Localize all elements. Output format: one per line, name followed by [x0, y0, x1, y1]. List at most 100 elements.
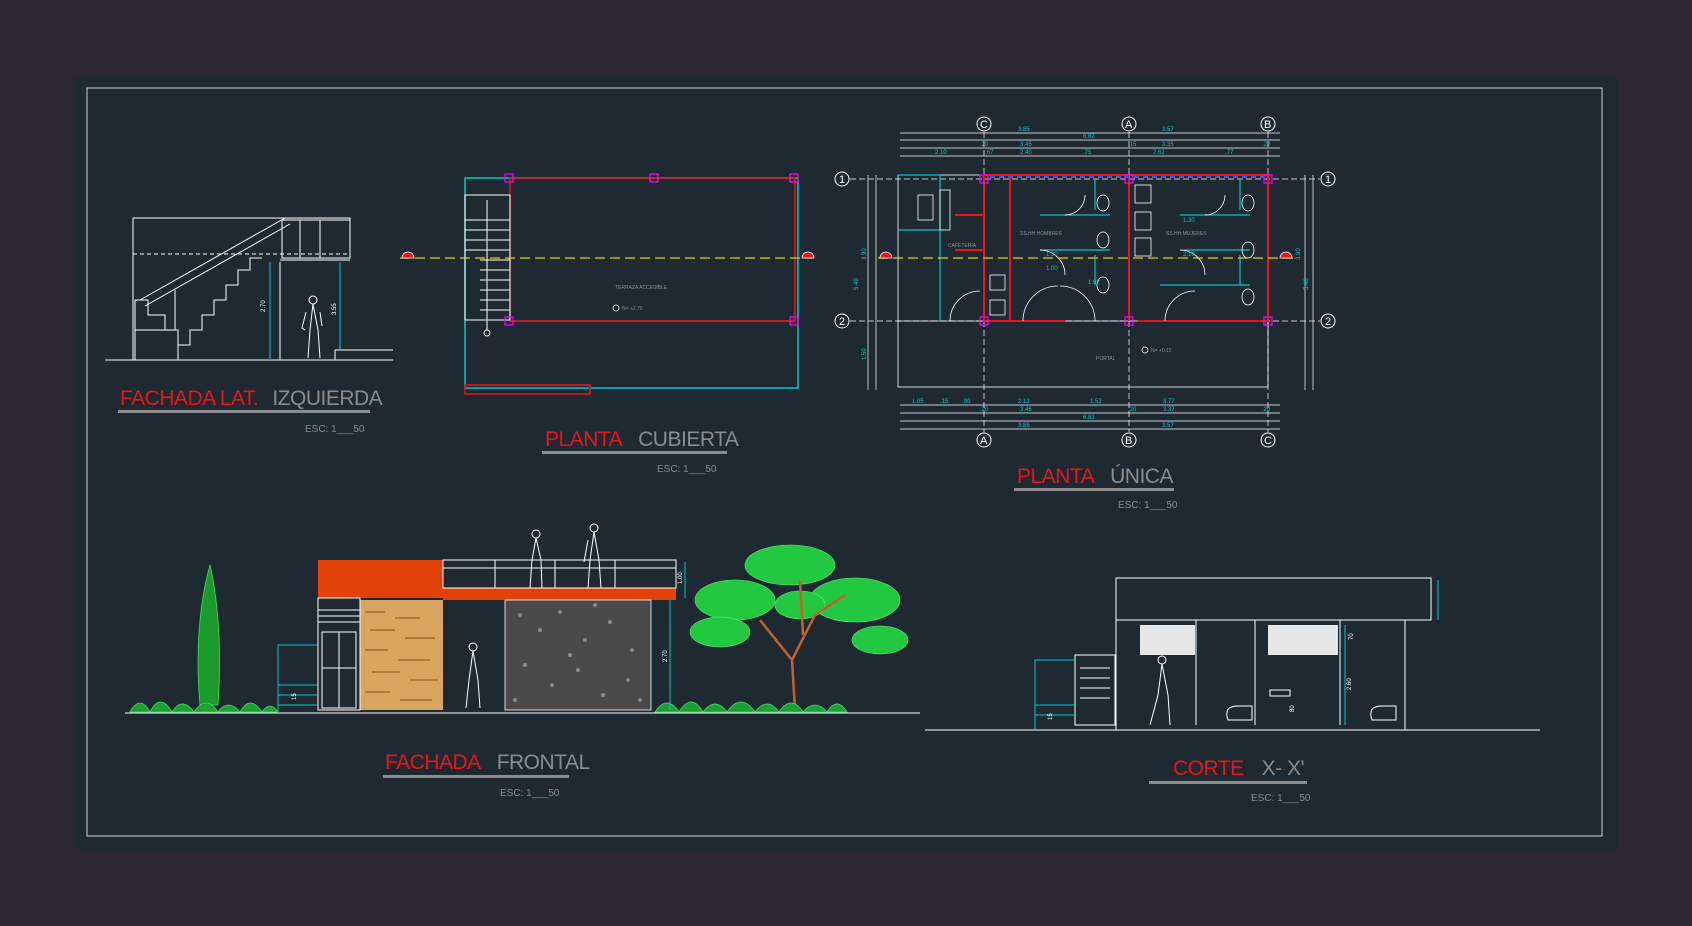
roof-cut-markers: [401, 251, 815, 259]
svg-text:3.45: 3.45: [1020, 142, 1032, 148]
room-portal: PORTAL: [1096, 356, 1116, 362]
front-title: FACHADA FRONTAL ESC: 1___50: [383, 751, 590, 799]
front-dim-height: 2.70: [663, 650, 669, 662]
axis-1-left: 1: [839, 174, 845, 186]
section-dim-sink: 80: [1290, 705, 1296, 712]
svg-text:3.86: 3.86: [1018, 423, 1030, 429]
lateral-title: FACHADA LAT. IZQUIERDA ESC: 1___50: [118, 387, 383, 435]
svg-text:1.30: 1.30: [1183, 218, 1195, 224]
section-title-primary: CORTE: [1173, 757, 1244, 780]
svg-text:3.37: 3.37: [1163, 407, 1175, 413]
section-title-secondary: X- X': [1262, 757, 1304, 780]
svg-text:.20: .20: [980, 407, 989, 413]
floor-plan: [897, 174, 1273, 388]
floor-plan-title: PLANTA ÚNICA ESC: 1___50: [1014, 465, 1178, 511]
svg-text:2.10: 2.10: [1183, 252, 1195, 258]
svg-text:1.62: 1.62: [1088, 280, 1100, 286]
lateral-title-primary: FACHADA LAT.: [120, 387, 258, 410]
roof-room-label: TERRAZA ACCESIBLE: [615, 285, 668, 291]
roof-level-mark: N= +2.70: [612, 304, 643, 312]
svg-text:1.52: 1.52: [1090, 399, 1102, 405]
svg-text:.22: .22: [1262, 142, 1271, 148]
lateral-title-secondary: IZQUIERDA: [272, 387, 382, 410]
front-dim-step: 15: [292, 693, 298, 700]
plan-level-mark: N= +0.15: [1151, 348, 1172, 354]
svg-text:.15: .15: [940, 399, 949, 405]
floor-plan-dimension-lines: [867, 132, 1314, 430]
roof-title-secondary: CUBIERTA: [638, 428, 739, 451]
section-dim-step: 15: [1048, 713, 1054, 720]
svg-text:6.83: 6.83: [1083, 415, 1095, 421]
svg-text:3.57: 3.57: [1162, 423, 1174, 429]
lateral-scale: ESC: 1___50: [305, 424, 365, 435]
svg-text:3.46: 3.46: [1020, 407, 1032, 413]
svg-text:.20: .20: [1128, 407, 1137, 413]
sheet-frame: [86, 87, 1603, 837]
axis-2-left: 2: [839, 316, 845, 328]
svg-text:1.50: 1.50: [862, 348, 868, 360]
svg-text:.75: .75: [1083, 150, 1092, 156]
front-dim-railing: 1.00: [678, 572, 684, 584]
lateral-dimensions: 2.70 3.55: [261, 262, 341, 360]
floor-plan-bottom-dims: 1.05 .15 .90 2.13 1.52 3.77 .20 3.46 .20…: [912, 399, 1271, 429]
plan-cut-markers: [879, 251, 1293, 259]
svg-text:.15: .15: [1128, 142, 1137, 148]
axis-b-top: B: [1264, 119, 1271, 131]
svg-text:3.90: 3.90: [862, 248, 868, 260]
svg-text:3.90: 3.90: [1296, 248, 1302, 260]
floor-plan-top-dims: 3.85 3.57 6.82 .20 3.45 .15 3.35 .22 2.1…: [935, 127, 1271, 156]
svg-text:2.10: 2.10: [935, 150, 947, 156]
section-dim-height: 2.60: [1347, 678, 1353, 690]
front-scale: ESC: 1___50: [500, 788, 560, 799]
axis-b-bottom: B: [1125, 435, 1132, 447]
roof-scale: ESC: 1___50: [657, 464, 717, 475]
svg-text:5.40: 5.40: [854, 278, 860, 290]
lateral-dim-height-2: 3.55: [332, 303, 338, 315]
section-title: CORTE X- X' ESC: 1___50: [1149, 757, 1311, 804]
svg-text:.67: .67: [985, 150, 994, 156]
front-title-secondary: FRONTAL: [497, 751, 590, 774]
svg-text:FACHADA LAT.IZQUIERDA: FACHADA LAT. IZQUIERDA: [120, 387, 383, 410]
roof-title-primary: PLANTA: [545, 428, 623, 451]
floor-plan-left-dims: 5.40 3.90 1.50 3.90 5.40: [854, 248, 1310, 360]
roof-plan: [464, 173, 799, 395]
svg-text:5.40: 5.40: [1304, 278, 1310, 290]
axis-1-right: 1: [1325, 174, 1331, 186]
svg-text:6.82: 6.82: [1083, 134, 1095, 140]
roof-title: PLANTA CUBIERTA ESC: 1___50: [542, 428, 739, 475]
front-elevation: 2.70 1.00 15: [125, 523, 920, 714]
svg-text:1.00: 1.00: [1046, 266, 1058, 272]
room-ss-hombres: SS.HH HOMBRES: [1020, 231, 1063, 237]
section-scale: ESC: 1___50: [1251, 793, 1311, 804]
floor-plan-room-labels: CAFETERIA SS.HH HOMBRES SS.HH MUJERES PO…: [948, 218, 1207, 362]
floor-plan-scale: ESC: 1___50: [1118, 500, 1178, 511]
lateral-elevation: [105, 217, 393, 361]
svg-text:2.62: 2.62: [1153, 150, 1165, 156]
lateral-dim-height-1: 2.70: [261, 300, 267, 312]
room-cafeteria: CAFETERIA: [948, 243, 977, 249]
sheet-background: [75, 77, 1618, 850]
svg-text:2.13: 2.13: [1018, 399, 1030, 405]
axis-a-bottom: A: [980, 435, 988, 447]
axis-2-right: 2: [1325, 316, 1331, 328]
axis-c-bottom: C: [1264, 435, 1272, 447]
section-cut: [925, 577, 1540, 731]
svg-text:N= +2.70: N= +2.70: [622, 306, 643, 312]
floor-plan-title-secondary: ÚNICA: [1110, 465, 1173, 488]
svg-text:.90: .90: [962, 399, 971, 405]
floor-plan-title-primary: PLANTA: [1017, 465, 1095, 488]
svg-text:3.77: 3.77: [1163, 399, 1175, 405]
front-title-primary: FACHADA: [385, 751, 481, 774]
room-ss-mujeres: SS.HH MUJERES: [1166, 231, 1207, 237]
axis-c-top: C: [980, 119, 988, 131]
svg-text:3.35: 3.35: [1162, 142, 1174, 148]
svg-text:3.85: 3.85: [1018, 127, 1030, 133]
svg-text:.77: .77: [1225, 150, 1234, 156]
svg-text:.20: .20: [980, 142, 989, 148]
svg-text:1.05: 1.05: [912, 399, 924, 405]
